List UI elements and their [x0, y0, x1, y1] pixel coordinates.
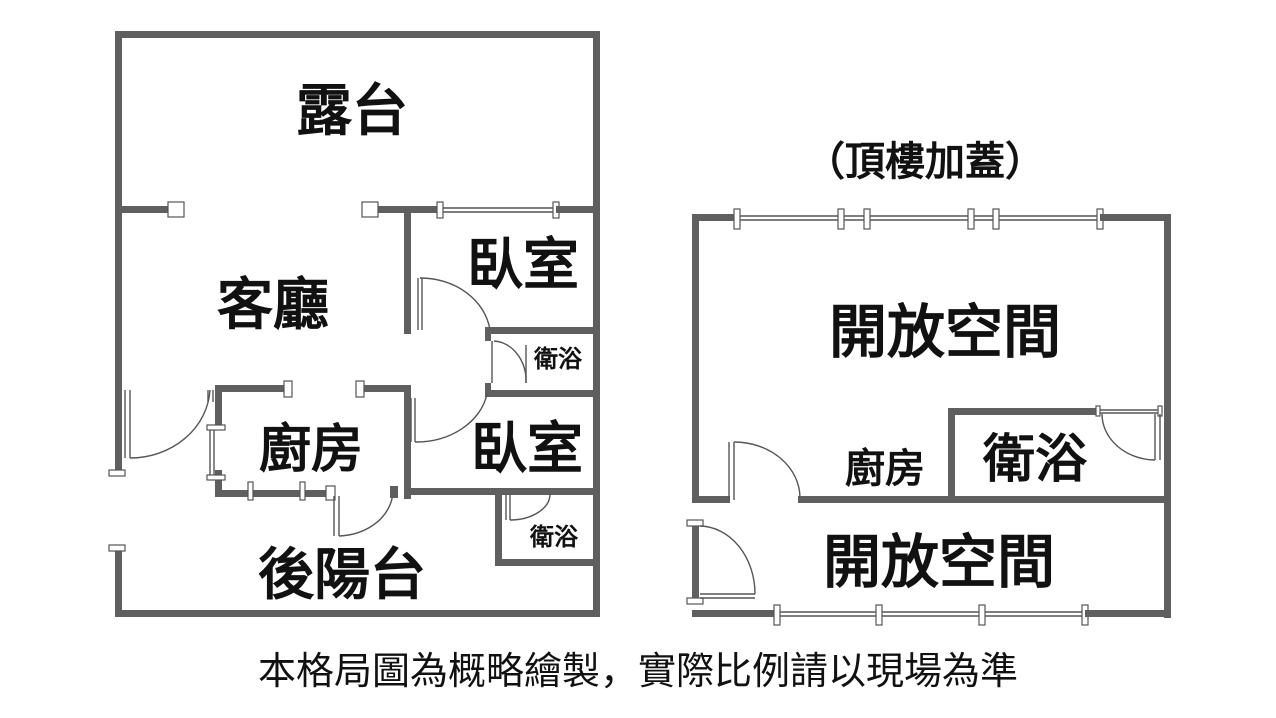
- wall: [593, 31, 600, 616]
- room-label-rear-balcony: 後陽台: [258, 543, 426, 608]
- rooftop-floor-plan: （頂樓加蓋）: [686, 139, 1171, 626]
- wall: [556, 206, 596, 213]
- pillar: [361, 201, 379, 218]
- window: [206, 474, 226, 481]
- room-label-bedroom-1: 臥室: [467, 233, 579, 298]
- window: [436, 201, 444, 219]
- wall: [115, 31, 600, 38]
- window: [283, 380, 293, 398]
- wall: [495, 559, 596, 566]
- wall: [1100, 214, 1171, 221]
- room-label-bathroom-2: 衛浴: [529, 523, 579, 551]
- window: [875, 604, 883, 626]
- wall: [692, 214, 699, 502]
- window: [206, 424, 226, 431]
- wall: [485, 327, 491, 341]
- wall: [692, 610, 777, 617]
- window: [863, 208, 871, 230]
- wall: [215, 490, 335, 497]
- window: [299, 481, 306, 501]
- window: [773, 604, 781, 626]
- wall: [948, 408, 1098, 415]
- window: [733, 208, 741, 230]
- wall: [390, 486, 398, 498]
- wall: [692, 522, 699, 598]
- wall: [115, 206, 170, 213]
- room-label-open-space-1: 開放空間: [829, 298, 1061, 366]
- wall: [404, 206, 411, 334]
- door-jamb: [108, 544, 126, 552]
- main-floor-plan: 露台 客廳 臥室 衛浴 廚房 臥室 後陽台 衛浴: [108, 31, 600, 617]
- wall: [692, 496, 730, 503]
- wall: [1085, 610, 1171, 617]
- door-jamb: [108, 469, 126, 477]
- wall: [115, 610, 600, 617]
- room-label-terrace: 露台: [296, 79, 408, 144]
- rooftop-title: （頂樓加蓋）: [805, 139, 1045, 185]
- wall: [495, 488, 502, 566]
- window: [247, 481, 254, 501]
- room-label-rooftop-kitchen: 廚房: [845, 446, 925, 492]
- wall: [948, 408, 955, 500]
- disclaimer-text: 本格局圖為概略繪製，實際比例請以現場為準: [257, 649, 1018, 693]
- door-jamb: [1095, 405, 1101, 417]
- wall: [490, 390, 596, 397]
- wall: [490, 327, 596, 334]
- wall: [115, 31, 122, 476]
- window: [355, 380, 365, 398]
- wall: [1164, 214, 1171, 618]
- room-label-living-room: 客廳: [217, 273, 329, 338]
- door-jamb: [686, 519, 704, 527]
- room-label-kitchen: 廚房: [259, 420, 363, 480]
- wall: [485, 383, 491, 397]
- window: [992, 208, 1000, 230]
- pillar: [167, 201, 185, 218]
- wall: [798, 496, 1171, 503]
- wall: [360, 385, 410, 392]
- room-label-bathroom-1: 衛浴: [533, 345, 583, 373]
- wall: [115, 550, 122, 616]
- wall: [215, 470, 222, 496]
- wall: [215, 385, 290, 392]
- room-label-bedroom-2: 臥室: [471, 417, 583, 482]
- door-jamb: [686, 597, 704, 605]
- window: [325, 485, 336, 501]
- room-label-rooftop-bathroom: 衛浴: [982, 430, 1088, 490]
- wall: [404, 385, 411, 499]
- room-label-open-space-2: 開放空間: [823, 528, 1055, 596]
- window: [837, 208, 845, 230]
- wall: [215, 385, 222, 429]
- wall: [692, 214, 737, 221]
- window: [978, 604, 986, 626]
- window: [967, 208, 975, 230]
